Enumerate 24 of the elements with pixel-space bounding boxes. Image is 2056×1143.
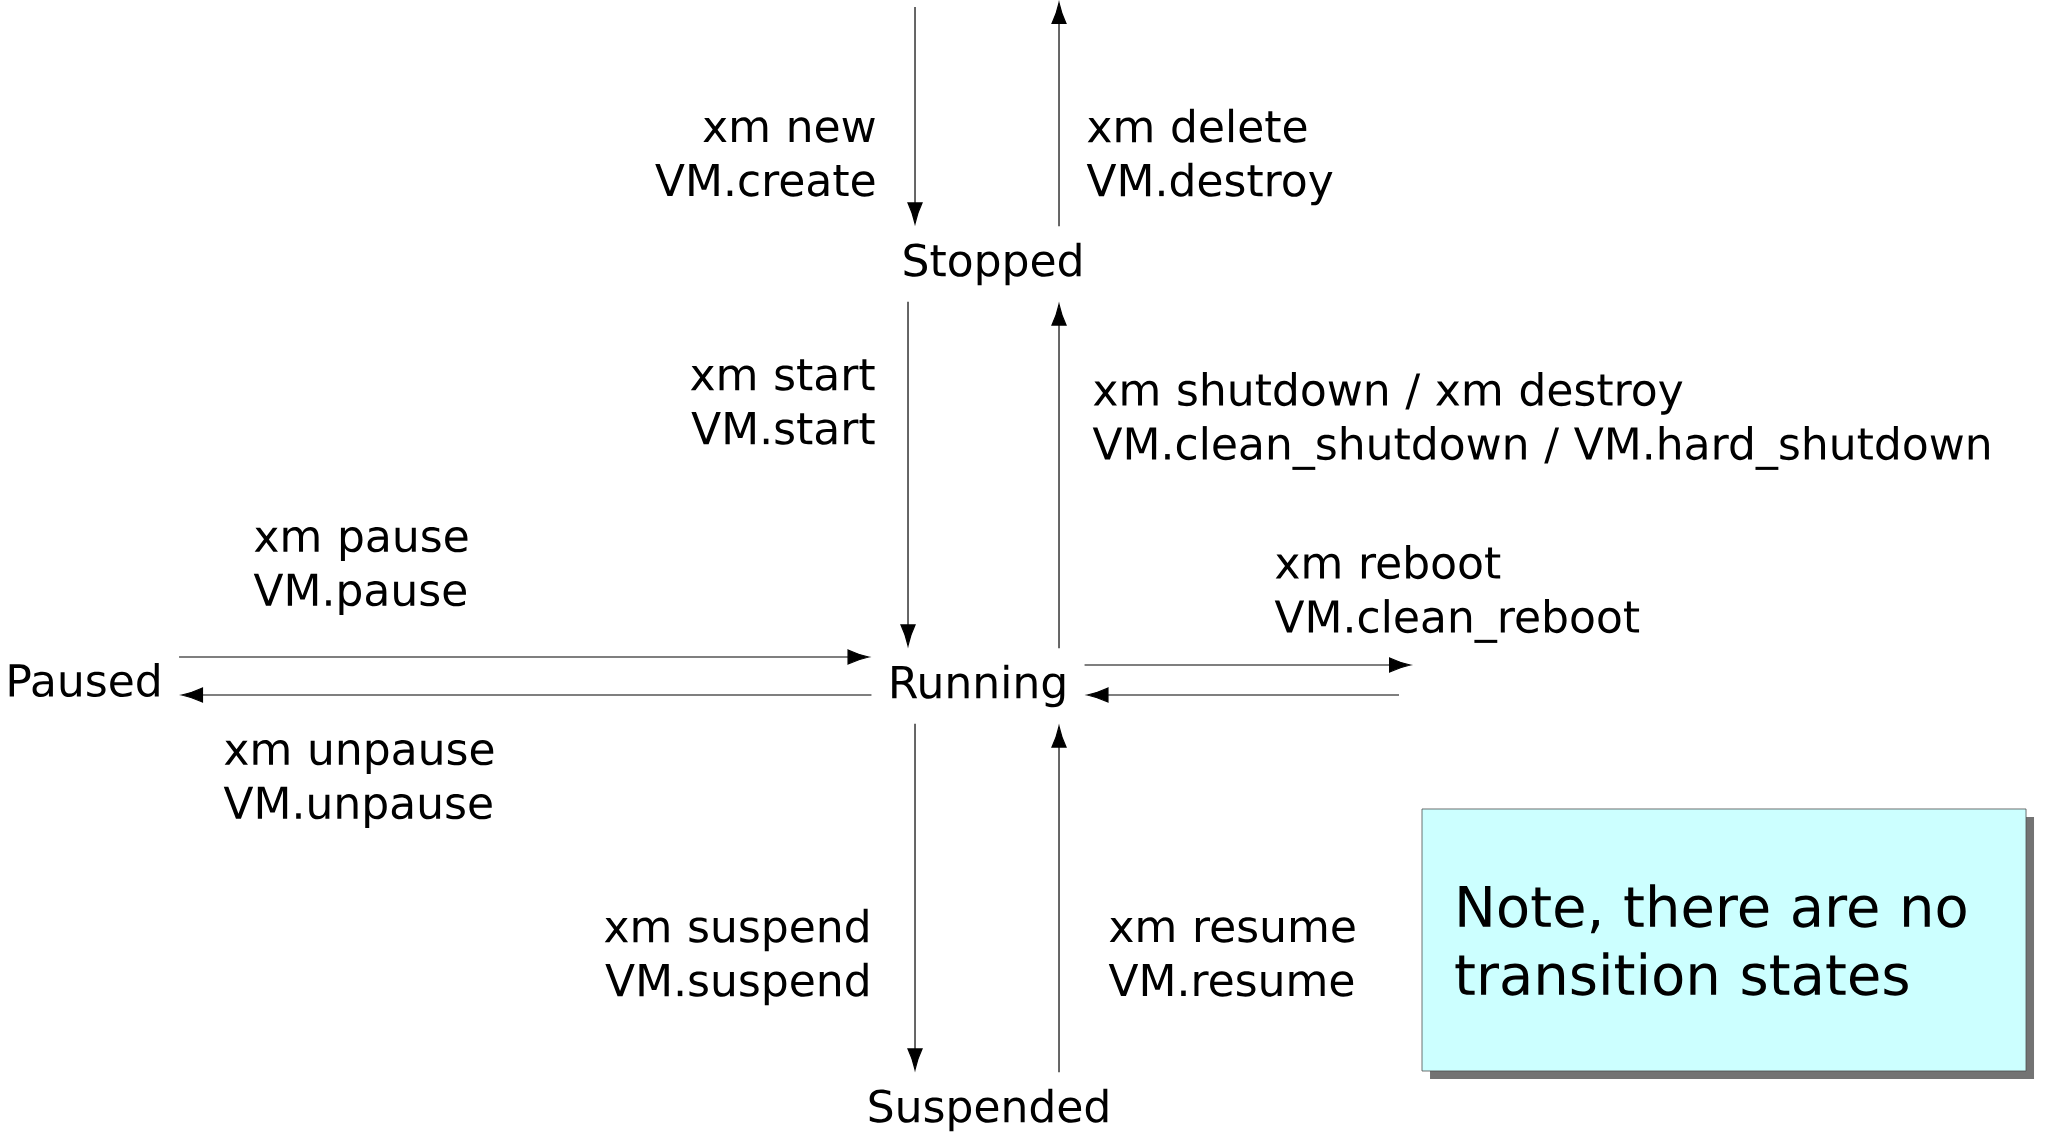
state-label: Paused: [9, 662, 159, 698]
note-box: Note, there are no transition states: [1421, 808, 2034, 1079]
arrow: [1051, 303, 1067, 649]
edge-label: xm resume VM.resume: [1108, 917, 1355, 997]
arrow: [1051, 725, 1067, 1073]
arrow: [181, 687, 873, 703]
arrow: [178, 649, 870, 665]
edge-label: xm unpause VM.unpause: [223, 740, 494, 828]
edge-label: xm new VM.create: [655, 117, 875, 197]
arrow: [1086, 687, 1400, 703]
arrow: [1051, 2, 1067, 227]
state-label: Stopped: [904, 242, 1081, 286]
edge-label: xm start VM.start: [690, 359, 875, 445]
edge-label: xm delete VM.destroy: [1086, 108, 1333, 206]
arrow: [907, 723, 923, 1071]
arrow: [900, 301, 916, 647]
edge-label: xm reboot VM.clean_reboot: [1274, 545, 1640, 643]
edge-label: xm shutdown / xm destroy VM.clean_shutdown / VM.hard_shutdown: [1092, 372, 1989, 470]
arrow: [1083, 657, 1411, 673]
edge-label: xm suspend VM.suspend: [604, 908, 868, 1006]
arrow: [907, 6, 923, 225]
edge-label: xm pause VM.pause: [253, 527, 468, 615]
state-label: Running: [892, 664, 1065, 708]
state-label: Suspended: [869, 1088, 1108, 1132]
